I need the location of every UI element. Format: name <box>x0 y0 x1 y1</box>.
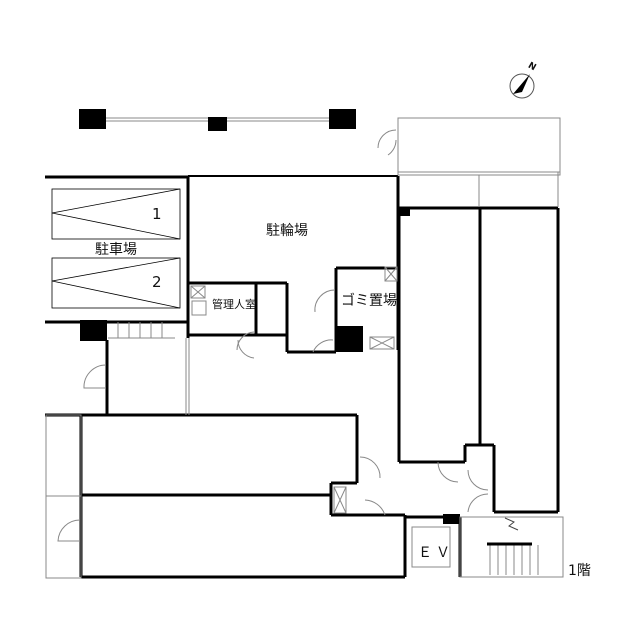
manager-room-label: 管理人室 <box>212 298 256 311</box>
garbage-area-label: ゴミ置場 <box>341 293 397 309</box>
doors <box>57 129 489 542</box>
elevator-label: ＥＶ <box>418 545 454 561</box>
compass-icon <box>509 73 535 99</box>
thin-lines <box>45 117 564 579</box>
floor-label: 1階 <box>568 563 591 579</box>
front-gate <box>79 109 356 131</box>
parking-space-2-label: 2 <box>152 273 162 291</box>
bicycle-parking-label: 駐輪場 <box>266 223 308 239</box>
stair-arrow-icon <box>504 517 519 531</box>
parking-space-1-label: 1 <box>152 205 162 223</box>
columns <box>80 207 460 524</box>
parking-label: 駐車場 <box>95 242 137 258</box>
